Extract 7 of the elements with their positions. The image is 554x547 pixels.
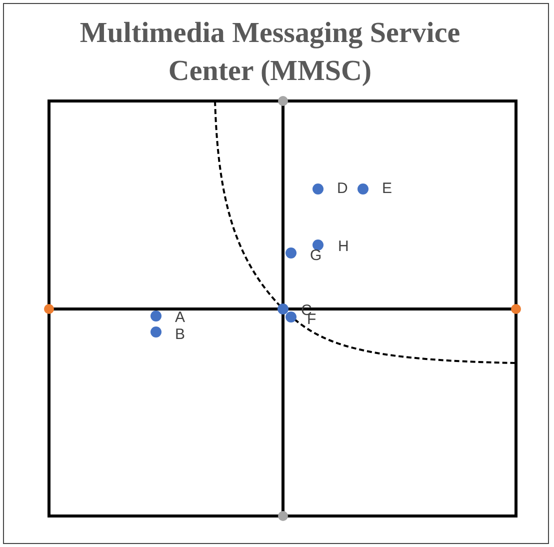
- title: Multimedia Messaging Service Center (MMSC): [78, 16, 462, 89]
- point-label: G: [310, 248, 322, 264]
- point-label: E: [382, 181, 392, 197]
- point-label: H: [338, 239, 349, 255]
- point-label: B: [175, 327, 186, 343]
- point-label: D: [337, 181, 348, 197]
- point-label: A: [175, 310, 186, 326]
